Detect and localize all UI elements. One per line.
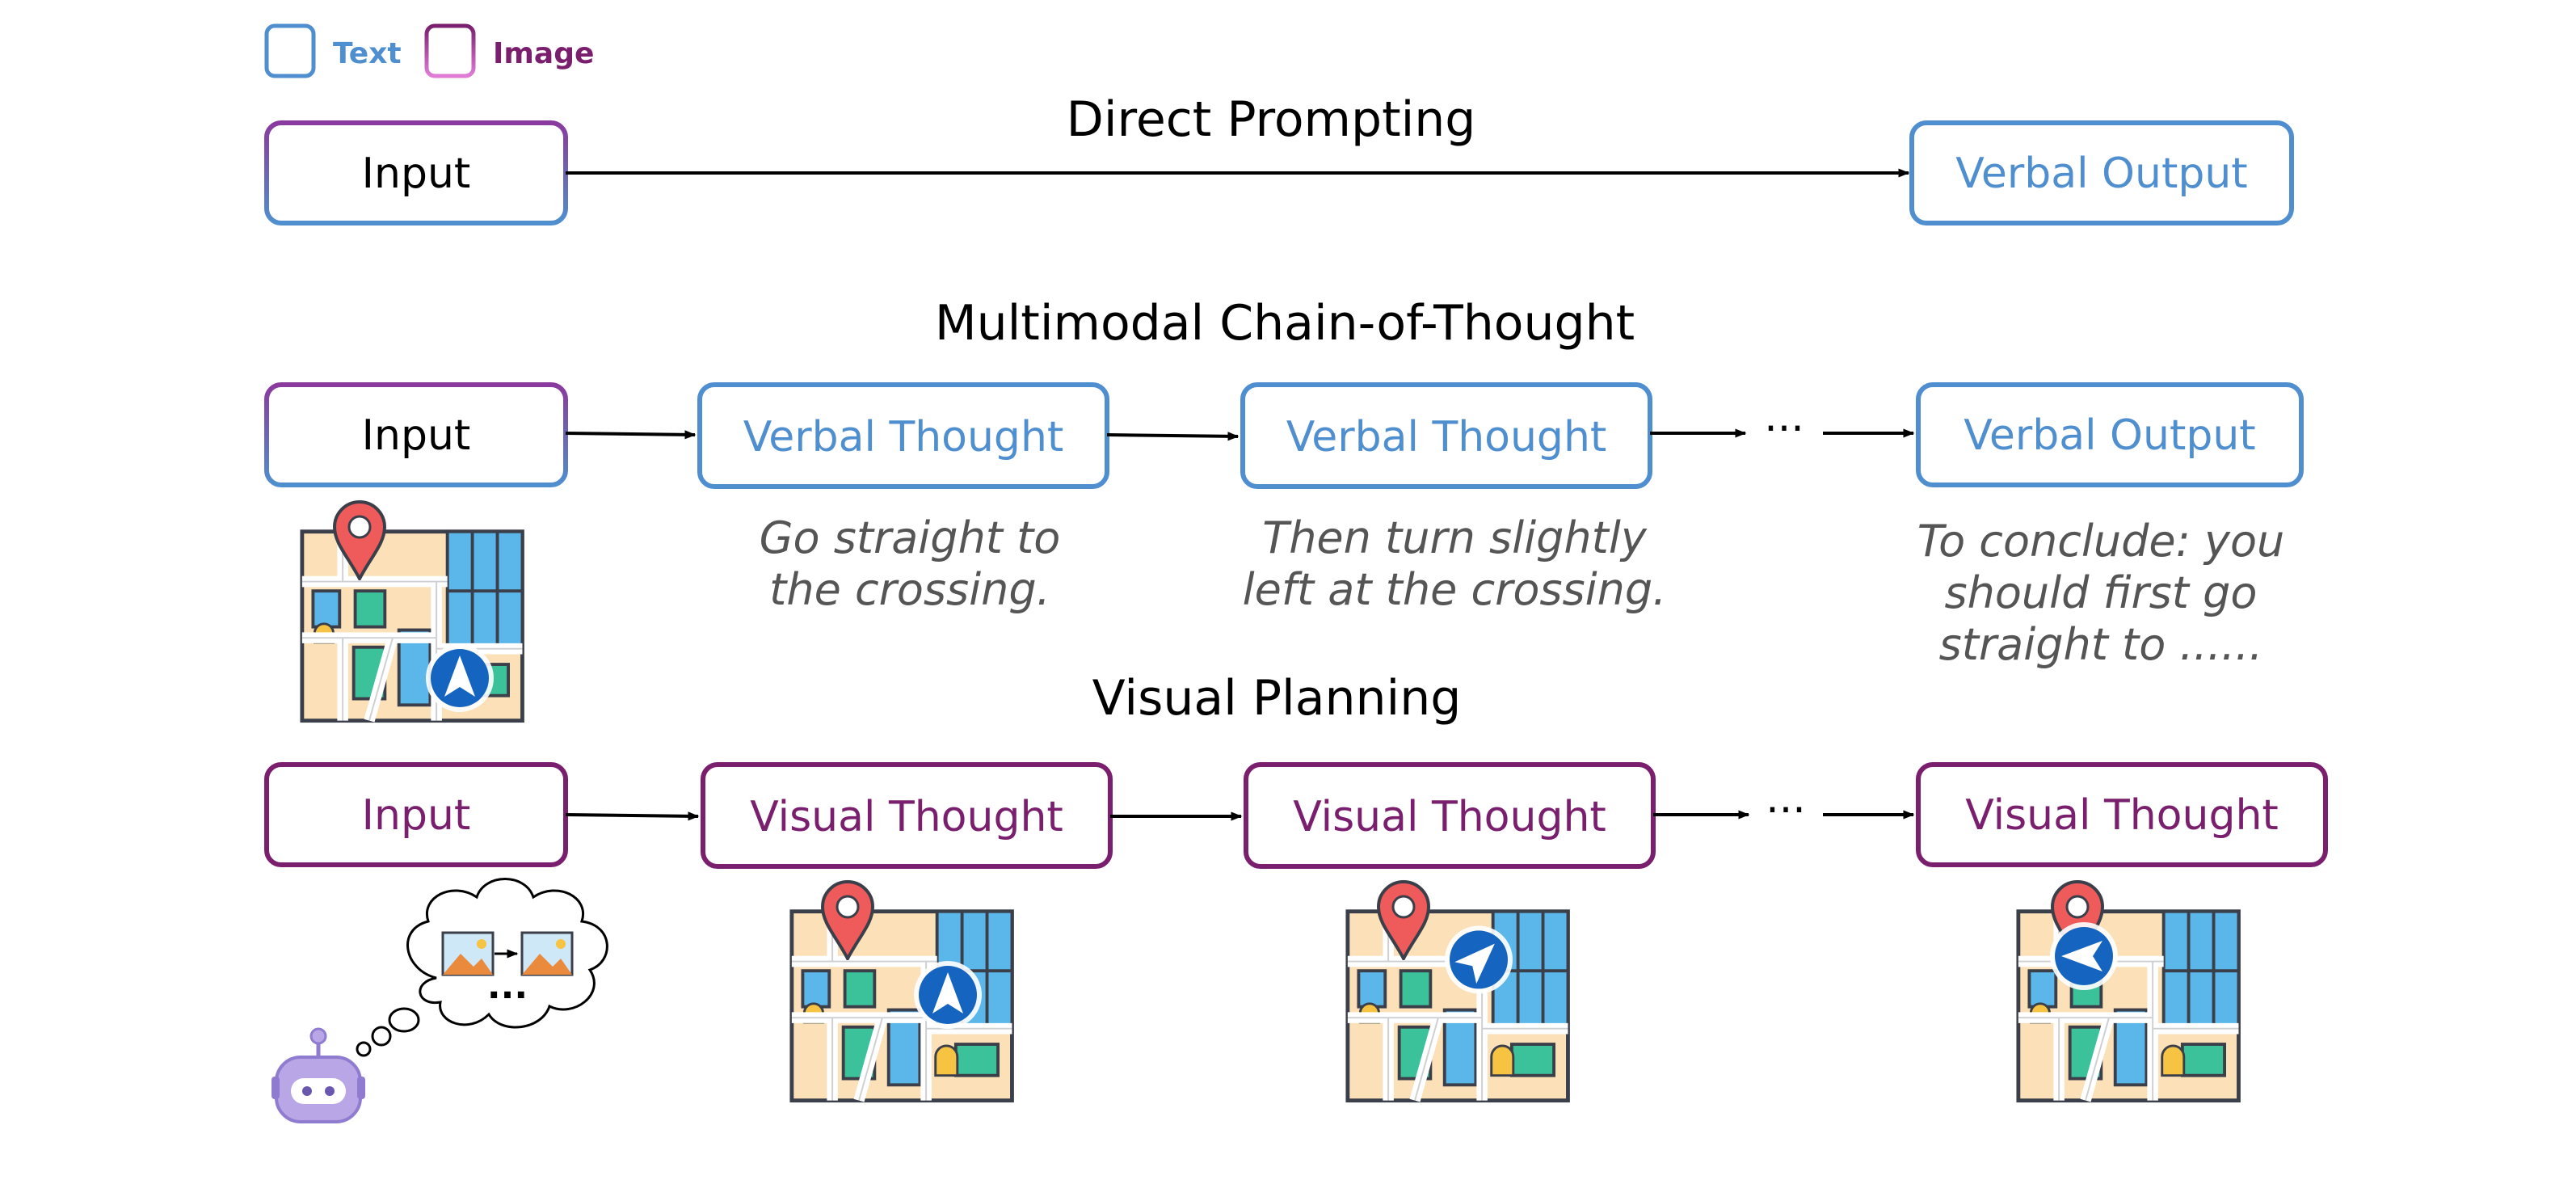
mcot-thought-2-box (1240, 382, 1652, 489)
mcot-title: Multimodal Chain-of-Thought (935, 295, 1635, 352)
mcot-caption-2-line-1: Then turn slightly (1262, 512, 1648, 563)
mcot-output-box (1916, 382, 2304, 487)
direct-output-box (1909, 120, 2294, 225)
vp-thought-3-label: Visual Thought (1965, 791, 2279, 840)
mcot-arrow-2 (1106, 432, 1240, 441)
legend-text-swatch (264, 23, 316, 78)
vp-thought-1-label: Visual Thought (750, 793, 1063, 841)
mcot-caption-1-line-2: the crossing. (769, 564, 1050, 615)
mcot-caption-3-line-2: should first go (1945, 567, 2258, 618)
mcot-input-map-icon (302, 500, 523, 721)
mcot-caption-3-line-1: To conclude: you (1917, 516, 2284, 567)
vp-ellipsis: ··· (1766, 786, 1806, 835)
thought-cloud-ellipsis: ··· (487, 975, 528, 1016)
vp-thought-2-map-icon (1348, 880, 1568, 1101)
legend-text-label: Text (333, 37, 402, 70)
legend: Text Image (264, 23, 594, 78)
robot-icon (271, 1027, 365, 1123)
navigation-arrow-icon (914, 961, 982, 1029)
mcot-row: Multimodal Chain-of-Thought Input Verbal… (264, 295, 2304, 721)
legend-image-swatch (424, 23, 476, 78)
mcot-caption-2-line-2: left at the crossing. (1243, 564, 1667, 615)
image-icon (520, 931, 574, 976)
mcot-input-label: Input (362, 411, 471, 460)
thought-cloud-icon: ··· (356, 878, 608, 1057)
vp-thought-1-map-icon (792, 880, 1012, 1101)
direct-output-label: Verbal Output (1955, 150, 2247, 198)
direct-prompting-title: Direct Prompting (1067, 91, 1476, 148)
mcot-ellipsis: ··· (1764, 405, 1804, 453)
vp-thought-3-box (1916, 762, 2328, 867)
legend-image-label: Image (493, 37, 594, 70)
navigation-arrow-icon (426, 644, 494, 712)
mcot-output-label: Verbal Output (1964, 411, 2255, 460)
direct-prompting-row: Direct Prompting Input Verbal Output (264, 91, 2294, 225)
navigation-arrow-icon (2050, 922, 2118, 990)
mcot-caption-1-line-1: Go straight to (760, 512, 1061, 563)
direct-input-label: Input (362, 150, 471, 198)
mcot-arrow-1 (565, 430, 697, 440)
vp-input-label: Input (362, 791, 471, 840)
visual-planning-title: Visual Planning (1092, 670, 1462, 727)
mcot-thought-1-label: Verbal Thought (743, 413, 1064, 461)
mcot-caption-3-line-3: straight to ...... (1939, 619, 2263, 670)
vp-thought-3-map-icon (2018, 880, 2239, 1101)
visual-planning-row: Visual Planning Input Visual Thought Vis… (264, 670, 2328, 1123)
mcot-thought-2-label: Verbal Thought (1286, 413, 1607, 461)
vp-arrow-1 (565, 811, 700, 821)
image-icon (441, 931, 495, 976)
vp-thought-2-label: Visual Thought (1293, 793, 1606, 841)
